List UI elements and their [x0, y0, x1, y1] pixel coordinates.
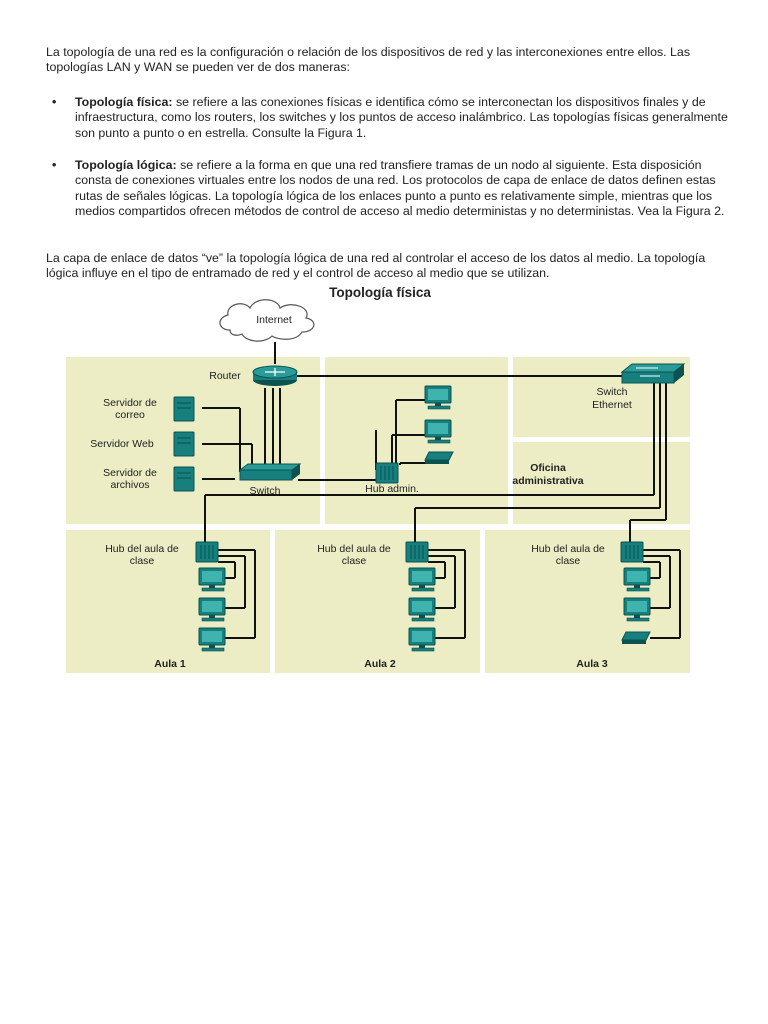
classroom-hub-icon [195, 541, 219, 563]
switch-icon [238, 463, 302, 481]
ethernet-switch-icon [620, 363, 686, 384]
classroom-hub-label-line1: Hub del aula de [105, 543, 179, 555]
classroom-hub-label-line2: clase [556, 555, 581, 567]
classroom-3-label: Aula 3 [576, 658, 608, 670]
classroom-hub-label-line2: clase [130, 555, 155, 567]
network-cables [202, 342, 667, 542]
web-server-icon [173, 431, 195, 457]
classroom-laptop-icon [621, 631, 651, 645]
admin-laptop-icon [424, 451, 454, 465]
classroom-cables [218, 549, 681, 639]
bullet-dot: • [52, 158, 57, 172]
network-topology-figure: Topología física [60, 280, 700, 680]
closing-paragraph: La capa de enlace de datos “ve” la topol… [46, 251, 706, 281]
mail-server-icon [173, 396, 195, 422]
zone-panels [66, 357, 690, 673]
web-server-label: Servidor Web [90, 438, 154, 450]
switch-label: Switch [250, 485, 281, 497]
classroom-1-label: Aula 1 [154, 658, 186, 670]
intro-paragraph: La topología de una red es la configurac… [46, 45, 691, 75]
internet-label: Internet [256, 314, 292, 326]
router-icon [252, 365, 298, 386]
office-label-line2: administrativa [512, 475, 583, 487]
mail-server-label-line1: Servidor de [103, 397, 157, 409]
mail-server-label-line2: correo [115, 409, 145, 421]
office-label-line1: Oficina [530, 462, 566, 474]
file-server-label-line1: Servidor de [103, 467, 157, 479]
bullet-term: Topología física: [75, 95, 173, 109]
admin-hub-icon [375, 462, 399, 484]
classroom-hub-icon [405, 541, 429, 563]
bullet-logical-topology: • Topología lógica: se refiere a la form… [46, 158, 730, 220]
classroom-hub-label-line1: Hub del aula de [317, 543, 391, 555]
router-label: Router [209, 370, 241, 382]
bullet-term: Topología lógica: [75, 158, 177, 172]
classroom-2-label: Aula 2 [364, 658, 396, 670]
ethernet-switch-label-line1: Switch [597, 386, 628, 398]
figure-title: Topología física [329, 285, 431, 300]
admin-hub-label: Hub admin. [365, 483, 419, 495]
classroom-hub-label-line1: Hub del aula de [531, 543, 605, 555]
bullet-text: se refiere a la forma en que una red tra… [75, 158, 725, 219]
file-server-icon [173, 466, 195, 492]
topology-diagram: Topología física [66, 285, 690, 673]
classroom-hub-label-line2: clase [342, 555, 367, 567]
bullet-text: se refiere a las conexiones físicas e id… [75, 95, 728, 140]
bullet-dot: • [52, 95, 57, 109]
file-server-label-line2: archivos [110, 479, 149, 491]
bullet-physical-topology: • Topología física: se refiere a las con… [46, 95, 730, 141]
ethernet-switch-label-line2: Ethernet [592, 399, 632, 411]
internet-cloud-icon [219, 299, 315, 342]
classroom-hub-icon [620, 541, 644, 563]
